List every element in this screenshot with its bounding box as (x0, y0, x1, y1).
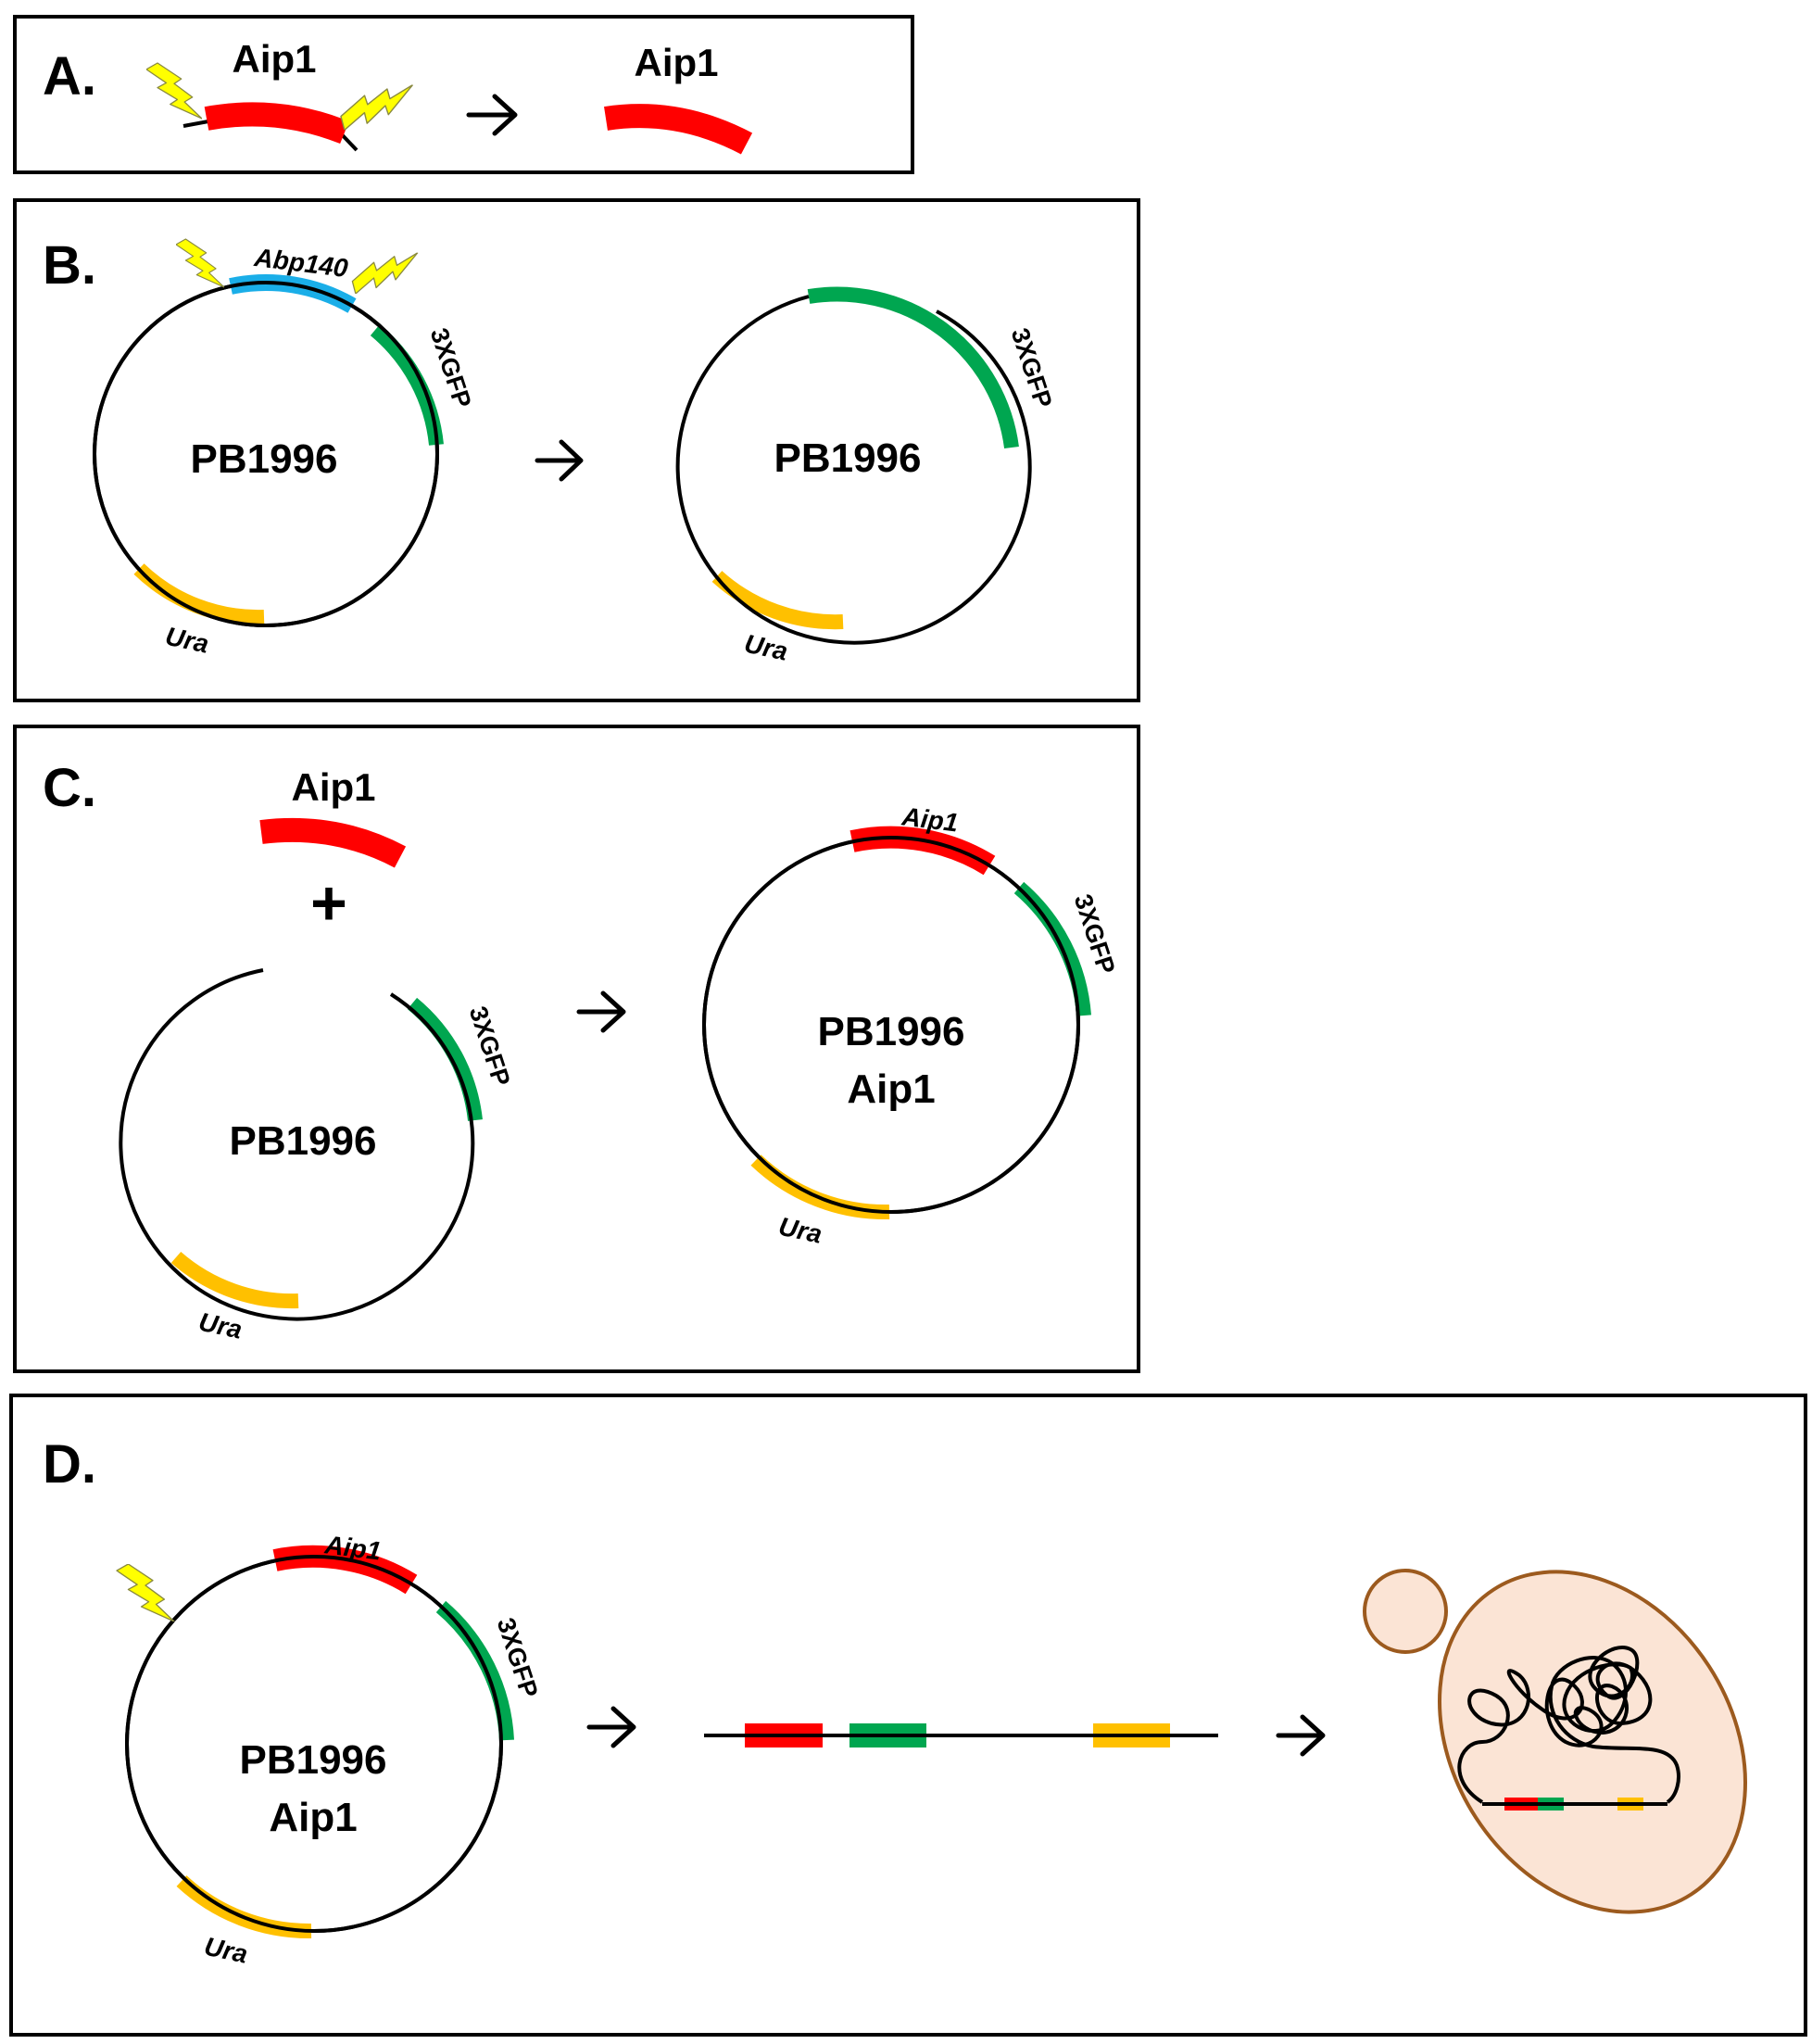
plus-icon: + (310, 868, 347, 939)
lightning-bolt-icon (348, 237, 419, 308)
panel-a-border (13, 15, 914, 174)
gfp-label: 3XGFP (1006, 324, 1058, 410)
plasmid-pb1996-open: 3XGFP PB1996 Ura (119, 968, 516, 1344)
arrow-right-icon (586, 1706, 636, 1748)
aip1-label: Aip1 (291, 765, 375, 809)
ura-segment (133, 563, 265, 625)
yeast-cell-icon (1363, 1569, 1747, 1914)
ura-segment (176, 1875, 312, 1939)
ura-label: Ura (776, 1212, 824, 1249)
plasmid-backbone-open (119, 968, 475, 1321)
ura-label: Ura (163, 622, 211, 659)
gfp-segment (407, 997, 483, 1121)
lightning-bolt-icon (176, 238, 224, 288)
panel-c: C. Aip1 + 3XGFP PB1996 Ura Aip1 3XGFP PB… (13, 725, 1140, 1373)
ura-segment (170, 1251, 299, 1309)
aip1-label-after: Aip1 (634, 41, 718, 84)
plasmid-name-line2: Aip1 (269, 1795, 357, 1840)
gfp-segment (370, 323, 444, 446)
panel-b-border (13, 198, 1140, 702)
panel-d-label: D. (43, 1434, 96, 1495)
plasmid-backbone-overlay (125, 1555, 503, 1933)
aip1-label: Aip1 (900, 801, 960, 837)
ura-label: Ura (742, 629, 790, 666)
plasmid-name-line1: PB1996 (817, 1009, 964, 1054)
lightning-bolt-icon (336, 69, 414, 145)
lightning-bolt-icon (116, 1564, 175, 1621)
ura-segment (750, 1154, 890, 1220)
aip1-gene-fragment (259, 817, 407, 868)
panel-b: B. Abp140 3XGFP PB1996 Ura 3XGFP PB1996 … (13, 198, 1140, 702)
gfp-segment (807, 286, 1019, 449)
yeast-bud (1363, 1569, 1448, 1654)
plasmid-name: PB1996 (190, 436, 337, 482)
plasmid-backbone-overlay (93, 281, 439, 627)
panel-a: A. Aip1 Aip1 (13, 15, 914, 174)
arrow-right-icon (466, 94, 518, 136)
panel-b-label: B. (43, 235, 96, 296)
plasmid-name-line2: Aip1 (847, 1066, 935, 1112)
panel-c-border (13, 725, 1140, 1373)
plasmid-pb1996-aip1: Aip1 3XGFP PB1996 Aip1 Ura (116, 1530, 544, 1969)
panel-d-border (9, 1394, 1807, 2037)
aip1-gene-excised (604, 104, 753, 155)
arrow-right-icon (1276, 1714, 1326, 1757)
plasmid-name: PB1996 (774, 435, 921, 481)
arrow-right-icon (535, 439, 584, 482)
plasmid-backbone-overlay (702, 836, 1080, 1214)
aip1-gene-fragment (204, 102, 349, 145)
aip1-label-before: Aip1 (232, 37, 316, 81)
plasmid-backbone-open (675, 295, 1032, 645)
flanking-dna-left (182, 120, 209, 128)
panel-c-label: C. (43, 758, 96, 818)
plasmid-name-line1: PB1996 (239, 1737, 386, 1783)
lightning-bolt-icon (146, 62, 202, 120)
plasmid-pb1996-aip1: Aip1 3XGFP PB1996 Aip1 Ura (702, 801, 1121, 1249)
plasmid-pb1996-intact: Abp140 3XGFP PB1996 Ura (93, 237, 477, 659)
panel-d: D. Aip1 3XGFP PB1996 Aip1 Ura (9, 1394, 1807, 2037)
ura-label: Ura (202, 1932, 250, 1969)
plasmid-pb1996-linearized: 3XGFP PB1996 Ura (675, 286, 1058, 666)
chromosome-tangle (1457, 1646, 1680, 1804)
aip1-label: Aip1 (322, 1530, 383, 1565)
ura-segment (711, 571, 844, 630)
plasmid-name: PB1996 (229, 1118, 376, 1164)
ura-label: Ura (196, 1307, 245, 1344)
panel-a-label: A. (43, 46, 96, 107)
arrow-right-icon (576, 990, 626, 1033)
